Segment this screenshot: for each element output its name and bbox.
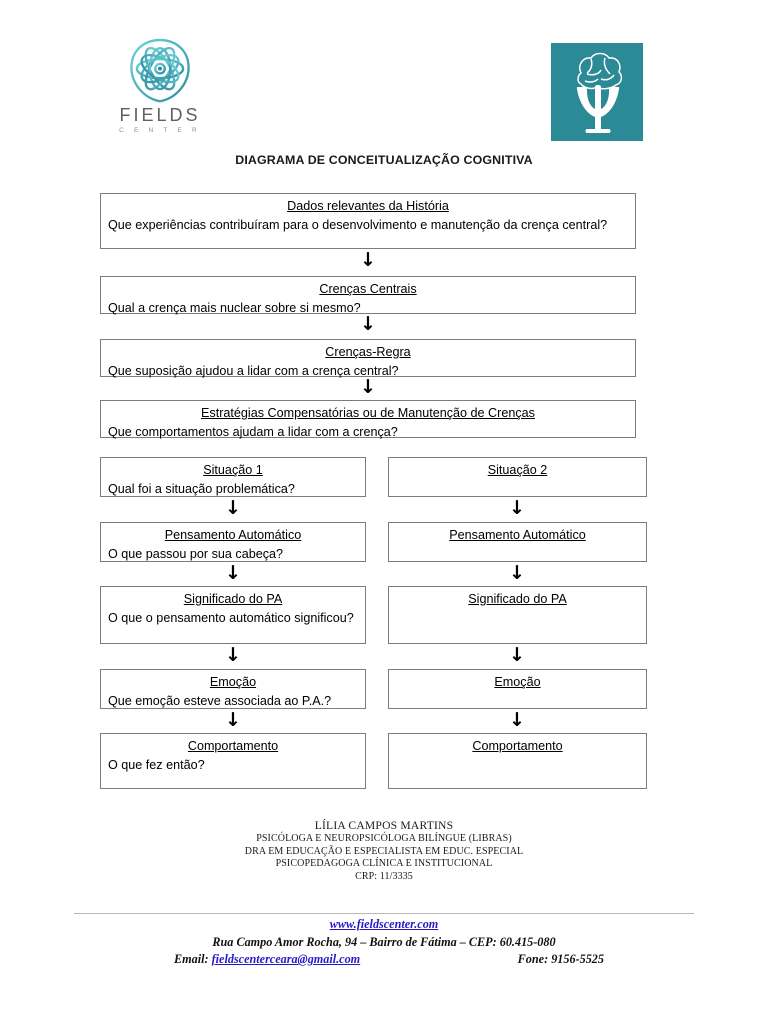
fields-subwordmark: C E N T E R <box>119 127 201 134</box>
signature-block: LÍLIA CAMPOS MARTINS PSICÓLOGA E NEUROPS… <box>0 819 768 883</box>
footer-divider <box>74 913 694 914</box>
node-title: Crenças Centrais <box>319 282 417 296</box>
node-title: Comportamento <box>472 739 563 753</box>
fields-wordmark: FIELDS <box>119 105 201 125</box>
email-link[interactable]: fieldscenterceara@gmail.com <box>211 952 361 966</box>
fields-center-logo: FIELDS C E N T E R <box>112 36 208 140</box>
node-crencas-regra: Crenças-Regra Que suposição ajudou a lid… <box>100 339 636 378</box>
node-body: Qual a crença mais nuclear sobre si mesm… <box>108 301 361 315</box>
node-pensamento-automatico-2: Pensamento Automático <box>388 522 647 562</box>
node-title: Situação 1 <box>203 463 263 477</box>
node-body: Que suposição ajudou a lidar com a crenç… <box>108 364 399 378</box>
flow-arrow-down: ↓ <box>509 562 525 584</box>
email-label: Email: <box>174 952 209 966</box>
node-body: Que emoção esteve associada ao P.A.? <box>108 694 332 708</box>
node-title: Crenças-Regra <box>325 345 411 359</box>
psi-brain-icon <box>576 52 623 133</box>
node-body: O que fez então? <box>108 758 205 772</box>
flow-arrow-down: ↓ <box>225 644 241 666</box>
footer-address-line: Rua Campo Amor Rocha, 94 – Bairro de Fát… <box>212 934 556 949</box>
node-title: Significado do PA <box>183 592 283 606</box>
footer-website-line: www.fieldscenter.com <box>0 916 768 934</box>
node-significado-pa-1: Significado do PA O que o pensamento aut… <box>100 586 366 644</box>
node-title: Emoção <box>494 675 541 689</box>
signature-credential-1: PSICÓLOGA E NEUROPSICÓLOGA BILÍNGUE (LIB… <box>256 833 512 844</box>
node-body: Que experiências contribuíram para o des… <box>108 218 608 232</box>
node-body: Qual foi a situação problemática? <box>108 482 295 496</box>
node-dados-relevantes: Dados relevantes da História Que experiê… <box>100 193 636 249</box>
fields-atom-mark-icon <box>130 38 190 103</box>
flow-arrow-down: ↓ <box>509 497 525 519</box>
node-body: O que o pensamento automático significou… <box>108 611 354 625</box>
footer-block: www.fieldscenter.com Rua Campo Amor Roch… <box>0 916 768 969</box>
website-link[interactable]: www.fieldscenter.com <box>329 917 439 931</box>
node-title: Dados relevantes da História <box>287 199 449 213</box>
node-emocao-1: Emoção Que emoção esteve associada ao P.… <box>100 669 366 709</box>
node-title: Significado do PA <box>468 592 567 606</box>
signature-name: LÍLIA CAMPOS MARTINS <box>314 819 454 832</box>
node-body: Que comportamentos ajudam a lidar com a … <box>108 425 398 439</box>
node-crencas-centrais: Crenças Centrais Qual a crença mais nucl… <box>100 276 636 315</box>
node-title: Situação 2 <box>487 463 548 477</box>
node-body: O que passou por sua cabeça? <box>108 547 284 561</box>
node-emocao-2: Emoção <box>388 669 647 709</box>
node-estrategias-compensatorias: Estratégias Compensatórias ou de Manuten… <box>100 400 636 439</box>
node-comportamento-2: Comportamento <box>388 733 647 789</box>
node-situacao-2: Situação 2 <box>388 457 647 497</box>
flow-arrow-down: ↓ <box>360 376 376 398</box>
document-header: FIELDS C E N T E R <box>0 0 768 150</box>
flow-arrow-down: ↓ <box>360 313 376 335</box>
footer-contact-group: Email: fieldscenterceara@gmail.com Fone:… <box>164 951 604 969</box>
node-pensamento-automatico-1: Pensamento Automático O que passou por s… <box>100 522 366 562</box>
signature-crp: CRP: 11/3335 <box>355 870 413 882</box>
node-title: Pensamento Automático <box>164 528 302 542</box>
node-comportamento-1: Comportamento O que fez então? <box>100 733 366 789</box>
node-title: Pensamento Automático <box>449 528 586 542</box>
node-title: Emoção <box>209 675 257 689</box>
node-title: Comportamento <box>187 739 279 753</box>
flow-arrow-down: ↓ <box>225 562 241 584</box>
flow-arrow-down: ↓ <box>225 497 241 519</box>
footer-contact-line: Email: fieldscenterceara@gmail.com Fone:… <box>0 951 768 969</box>
page-title: DIAGRAMA DE CONCEITUALIZAÇÃO COGNITIVA <box>235 153 533 167</box>
phone-text: Fone: 9156-5525 <box>517 952 604 966</box>
flow-arrow-down: ↓ <box>360 249 376 271</box>
node-situacao-1: Situação 1 Qual foi a situação problemát… <box>100 457 366 497</box>
signature-credential-2: DRA EM EDUCAÇÃO E ESPECIALISTA EM EDUC. … <box>244 845 524 857</box>
flow-arrow-down: ↓ <box>225 709 241 731</box>
signature-credential-3: PSICOPEDAGOGA CLÍNICA E INSTITUCIONAL <box>275 858 493 870</box>
node-title: Estratégias Compensatórias ou de Manuten… <box>201 406 535 420</box>
psi-brain-logo <box>551 43 643 141</box>
flow-arrow-down: ↓ <box>509 709 525 731</box>
node-significado-pa-2: Significado do PA <box>388 586 647 644</box>
flow-arrow-down: ↓ <box>509 644 525 666</box>
